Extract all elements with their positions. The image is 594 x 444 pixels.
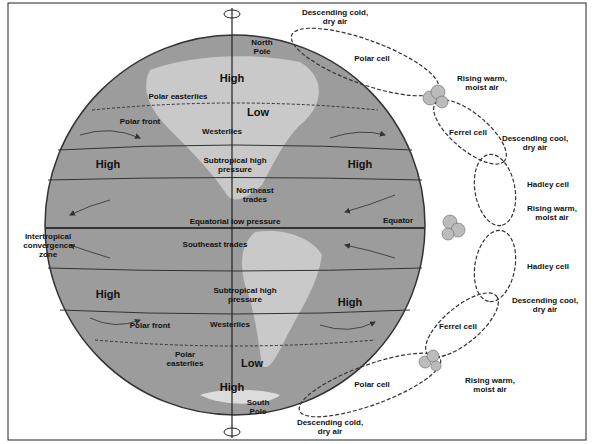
cell-label: Descending cool, dry air [510,296,580,314]
latitude-label: Equator [378,216,418,225]
front-label: Polar front [113,117,168,126]
pressure-label: Low [237,357,267,369]
cell-label: Hadley cell [526,262,570,271]
pressure-label: High [332,296,368,308]
front-label: Polar front [123,321,178,330]
cell-label: Rising warm, moist air [452,74,512,92]
wind-label: Southeast trades [175,240,255,249]
wind-label: Polar easterlies [160,350,210,368]
cell-label: Rising warm, moist air [524,204,580,222]
pressure-label: Subtropical high pressure [210,286,280,304]
cell-label: Hadley cell [526,180,570,189]
cell-label: Descending cool, dry air [495,134,575,152]
pressure-label: Subtropical high pressure [200,156,270,174]
zone-label: Intertropical convergence zone [15,232,81,259]
wind-label: Westerlies [197,127,247,136]
wind-label: Northeast trades [225,186,285,204]
pressure-label: High [90,158,126,170]
cell-label: Descending cold, dry air [290,418,370,436]
pole-label: North Pole [242,38,282,56]
cell-label: Rising warm, moist air [460,376,520,394]
wind-label: Westerlies [205,320,255,329]
pressure-label: High [90,288,126,300]
pressure-label: High [342,158,378,170]
pressure-label: High [217,72,247,84]
cell-label: Ferrel cell [436,322,481,331]
cell-label: Polar cell [347,380,397,389]
wind-label: Polar easterlies [148,92,208,101]
pressure-label: Low [243,106,273,118]
cell-label: Descending cold, dry air [295,8,375,26]
pressure-label: High [217,381,247,393]
cell-label: Polar cell [347,54,397,63]
pole-label: South Pole [238,398,278,416]
cell-label: Ferrel cell [446,128,491,137]
pressure-label: Equatorial low pressure [170,217,300,226]
